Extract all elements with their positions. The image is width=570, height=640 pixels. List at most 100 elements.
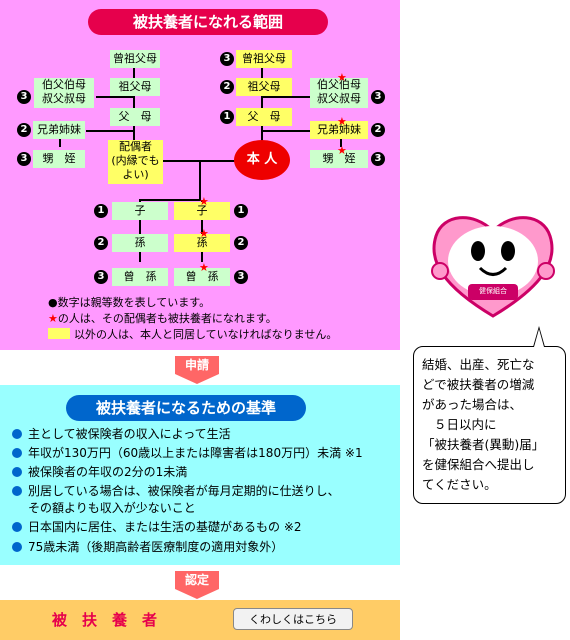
criterion: 日本国内に居住、または生活の基礎があるもの ※2 [12, 520, 302, 535]
callout-tail-inner [534, 329, 544, 347]
down-arrow-icon [175, 589, 219, 599]
degree-number: 1 [234, 204, 248, 218]
callout-line: どで被扶養者の増減 [422, 377, 535, 392]
right-parent-box: 父 母 [236, 108, 292, 126]
degree-number: 3 [94, 270, 108, 284]
star-icon: ★ [337, 71, 347, 84]
range-title: 被扶養者になれる範囲 [88, 9, 328, 35]
criterion-text: 75歳未満（後期高齢者医療制度の適用対象外） [28, 540, 284, 554]
right-grandchild-box: 孫 [174, 234, 230, 252]
criterion-text: 年収が130万円（60歳以上または障害者は180万円）未満 ※1 [28, 446, 363, 460]
legend-degree: ●数字は親等数を表しています。 [48, 296, 211, 309]
detail-button[interactable]: くわしくはこちら [233, 608, 353, 630]
left-sibling-box: 兄弟姉妹 [33, 121, 85, 139]
mascot-label: 健保組合 [479, 287, 507, 295]
legend-yellow: 以外の人は、本人と同居していなければなりません。 [48, 328, 337, 342]
right-nephew-box: 甥 姪 [310, 150, 368, 168]
right-sibling-box: 兄弟姉妹 [310, 121, 368, 139]
right-great-grandparent-box: 曾祖父母 [236, 50, 292, 68]
degree-number: 1 [94, 204, 108, 218]
degree-number: 2 [220, 80, 234, 94]
degree-number: 3 [220, 52, 234, 66]
bullet-icon [12, 448, 22, 458]
bullet-icon [12, 429, 22, 439]
down-arrow-icon [175, 374, 219, 384]
left-child-box: 子 [112, 202, 168, 220]
yellow-swatch [48, 328, 70, 339]
criterion: 年収が130万円（60歳以上または障害者は180万円）未満 ※1 [12, 446, 363, 461]
approve-arrow: 認定 [175, 571, 219, 599]
criterion-text: 主として被保険者の収入によって生活 [28, 427, 231, 441]
left-uncle-box: 伯父伯母 叔父叔母 [34, 78, 94, 108]
criterion-text: 被保険者の年収の2分の1未満 [28, 465, 188, 479]
criterion-text: 日本国内に居住、または生活の基礎があるもの ※2 [28, 520, 302, 534]
degree-number: 2 [371, 123, 385, 137]
bullet-icon [12, 522, 22, 532]
right-uncle-box: 伯父伯母 叔父叔母 [310, 78, 368, 108]
apply-label: 申請 [175, 356, 219, 374]
children-branch-line [139, 199, 201, 201]
left-grandchild-box: 孫 [112, 234, 168, 252]
star-icon: ★ [199, 261, 209, 274]
star-icon: ★ [337, 144, 347, 157]
criterion-text: 別居している場合は、被保険者が毎月定期的に仕送りし、 [28, 484, 340, 498]
right-uncle-line [262, 96, 310, 98]
callout-line: 「被扶養者(異動)届」 [422, 437, 545, 452]
left-nephew-line [59, 135, 61, 147]
left-parent-box: 父 母 [110, 108, 160, 126]
right-nephew-line [340, 135, 342, 147]
legend-yellow-text: 以外の人は、本人と同居していなければなりません。 [74, 328, 338, 341]
star-icon: ★ [337, 115, 347, 128]
callout-line: ５日以内に [434, 417, 497, 432]
left-great-grandchild-box: 曾 孫 [112, 268, 168, 286]
approve-label: 認定 [175, 571, 219, 589]
degree-number: 2 [234, 236, 248, 250]
left-uncle-line [96, 96, 134, 98]
left-nephew-box: 甥 姪 [33, 150, 85, 168]
criterion-continued: その額よりも収入が少ないこと [28, 501, 196, 515]
self-ellipse: 本 人 [234, 140, 290, 180]
star-icon: ★ [199, 227, 209, 240]
criteria-title: 被扶養者になるための基準 [66, 395, 306, 421]
right-grandparent-box: 祖父母 [236, 78, 292, 96]
bullet-icon [12, 467, 22, 477]
right-descend-line [201, 200, 203, 262]
left-great-grandparent-box: 曾祖父母 [110, 50, 160, 68]
apply-arrow: 申請 [175, 356, 219, 384]
star-icon: ★ [48, 312, 58, 325]
criterion: 主として被保険者の収入によって生活 [12, 427, 231, 442]
right-vertical-line [261, 64, 263, 142]
result-label: 被 扶 養 者 [52, 611, 158, 629]
star-icon: ★ [199, 195, 209, 208]
callout-line: 結婚、出産、死亡な [422, 357, 535, 372]
legend-star-text: の人は、その配偶者も被扶養者になれます。 [57, 312, 277, 325]
criterion: 被保険者の年収の2分の1未満 [12, 465, 187, 480]
bullet-icon [12, 542, 22, 552]
right-sibling-line [262, 130, 310, 132]
spouse-box: 配偶者 (内縁でも よい) [108, 140, 163, 184]
degree-number: 3 [371, 90, 385, 104]
callout-line: があった場合は、 [422, 397, 523, 412]
callout-line: てください。 [422, 477, 497, 492]
left-descend-line [139, 200, 141, 262]
left-grandparent-box: 祖父母 [110, 78, 160, 96]
children-line [199, 161, 201, 199]
left-vertical-line [133, 64, 135, 142]
degree-number: 1 [220, 110, 234, 124]
right-child-box: 子 [174, 202, 230, 220]
degree-number: 3 [371, 152, 385, 166]
degree-number: 3 [17, 152, 31, 166]
legend-star: ★の人は、その配偶者も被扶養者になれます。 [48, 312, 277, 326]
degree-number: 3 [234, 270, 248, 284]
left-sibling-line [86, 130, 134, 132]
heart-mascot-icon [431, 216, 555, 318]
callout-box: 結婚、出産、死亡な どで被扶養者の増減 があった場合は、 ５日以内に 「被扶養者… [413, 346, 566, 504]
degree-number: 2 [17, 123, 31, 137]
degree-number: 3 [17, 90, 31, 104]
degree-number: 2 [94, 236, 108, 250]
bullet-icon [12, 486, 22, 496]
criterion: 75歳未満（後期高齢者医療制度の適用対象外） [12, 540, 283, 555]
right-great-grandchild-box: 曾 孫 [174, 268, 230, 286]
callout-line: を健保組合へ提出し [422, 457, 535, 472]
